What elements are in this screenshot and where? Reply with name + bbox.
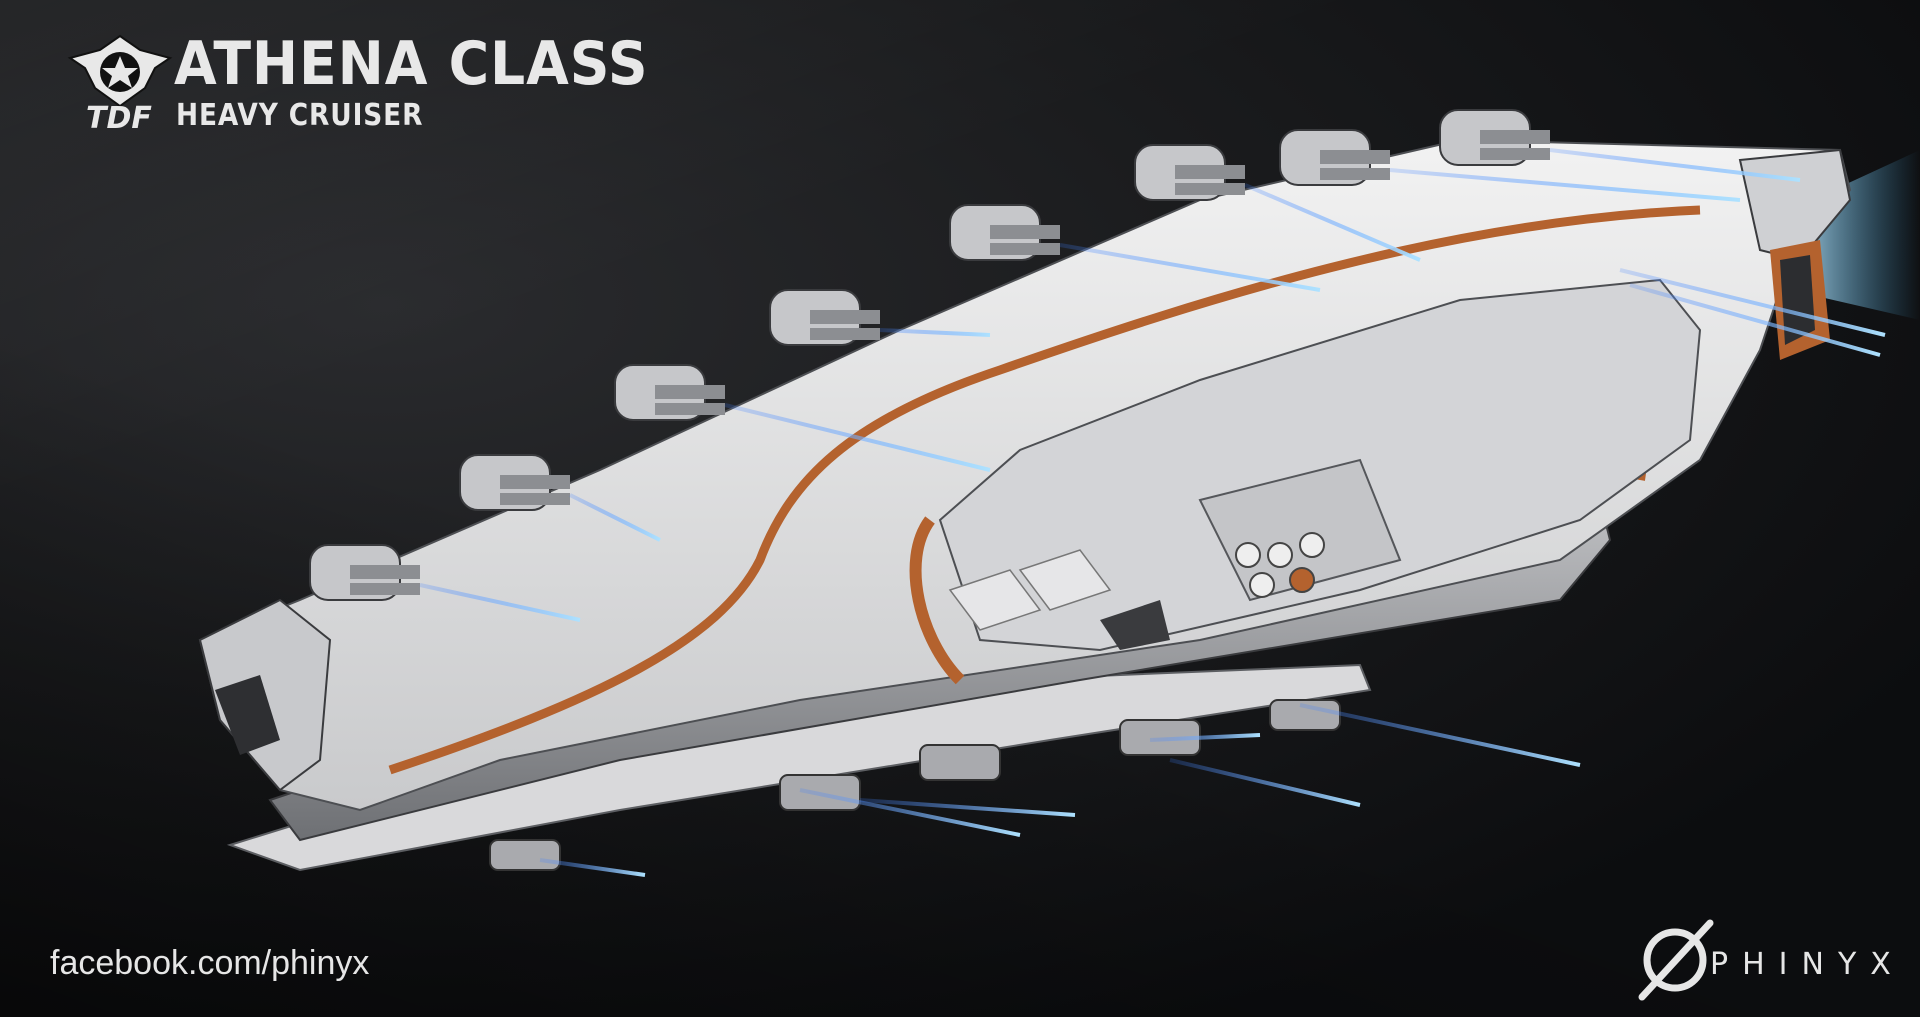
laser-beams-upper [419,148,1886,622]
winged-star-icon [67,34,173,108]
social-link: facebook.com/phinyx [50,944,370,982]
brand-name: PHINYX [1710,947,1905,982]
dorsal-turrets [309,109,1550,601]
laser-beams-lower [539,703,1581,877]
emblem-text: TDF [86,101,152,136]
page-subtitle: HEAVY CRUISER [176,98,424,133]
page-title: ATHENA CLASS [174,29,649,99]
ventral-turrets [489,699,1341,871]
slashed-circle-icon [1638,919,1714,1001]
ship-main-hull [198,138,1852,812]
